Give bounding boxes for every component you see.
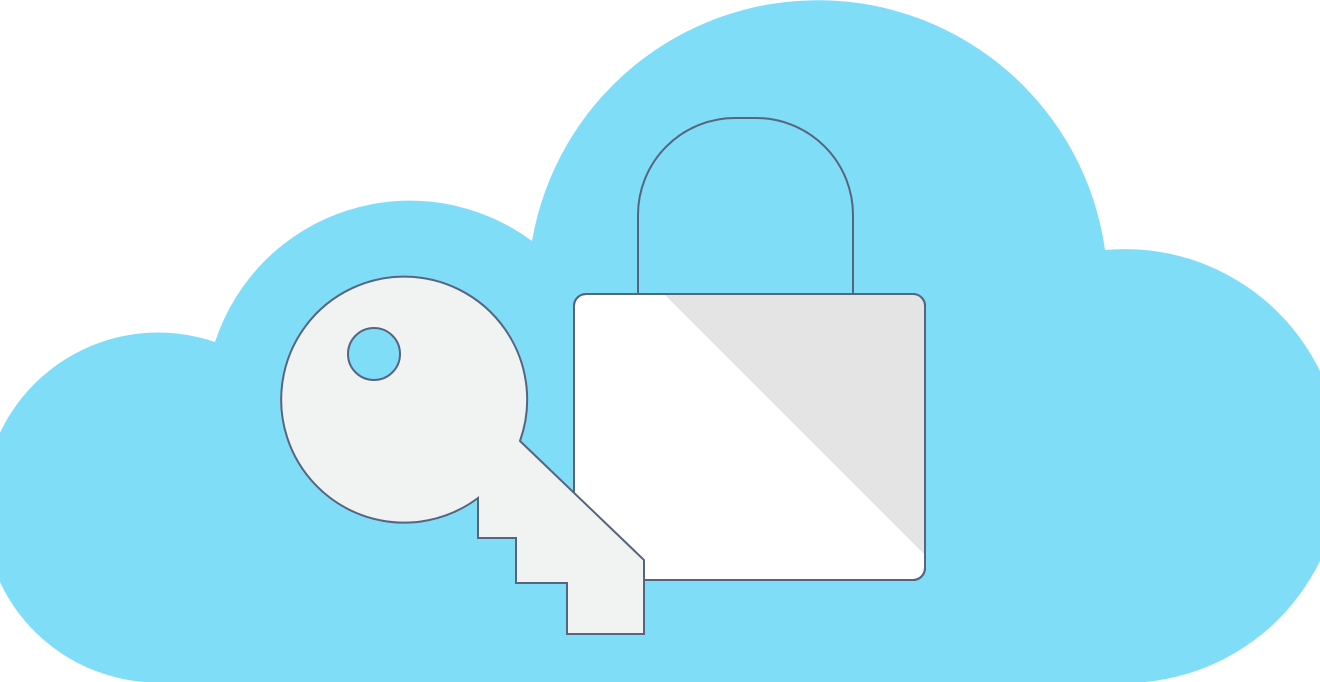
key-icon xyxy=(280,275,645,635)
padlock-shackle xyxy=(637,117,854,294)
padlock-body-outline xyxy=(573,293,926,581)
padlock-icon xyxy=(573,117,926,581)
key-hole xyxy=(347,327,401,381)
padlock-body-shade xyxy=(664,294,925,555)
